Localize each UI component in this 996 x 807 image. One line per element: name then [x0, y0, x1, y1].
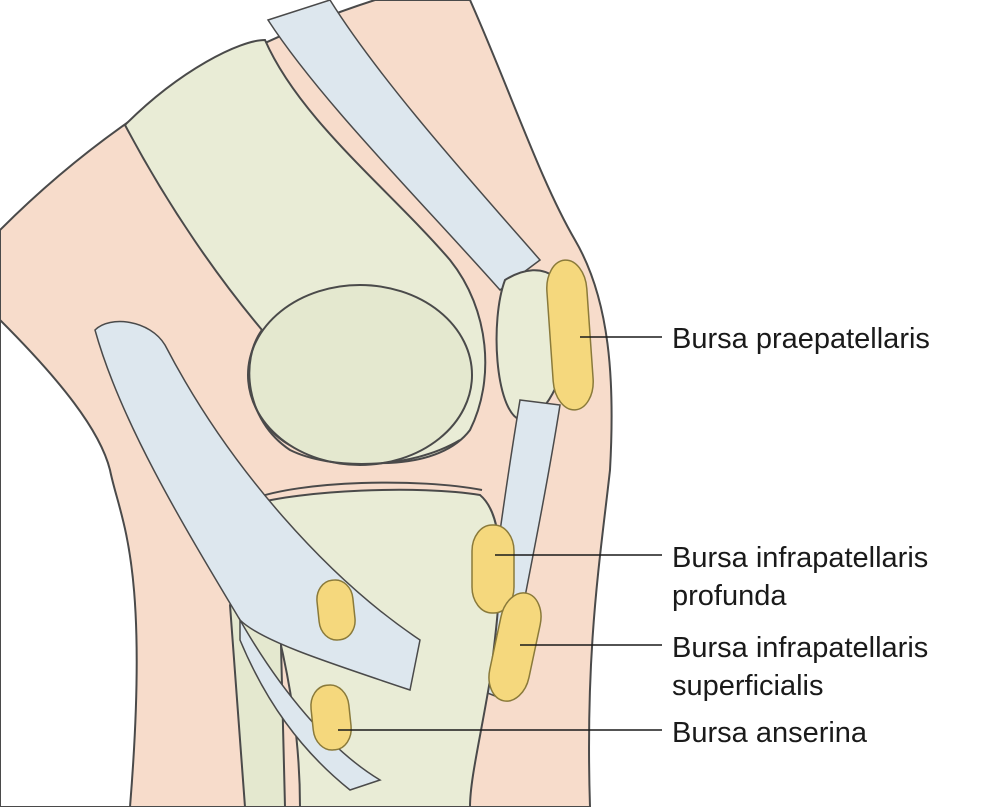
- femoral-condyle: [247, 284, 473, 466]
- sartorius-band: [239, 617, 382, 791]
- label-bursa-anserina: Bursa anserina: [672, 717, 868, 749]
- tibial-plateau: [249, 481, 483, 501]
- label-bursa-infrapatellaris-superficialis-line1: Bursa infrapatellaris: [672, 632, 928, 664]
- label-bursa-infrapatellaris-profunda-line1: Bursa infrapatellaris: [672, 542, 928, 574]
- bursa-anserina-lower: [310, 684, 352, 751]
- bursa-infrapatellaris-profunda: [471, 524, 515, 614]
- label-bursa-infrapatellaris-superficialis-line2: superficialis: [672, 670, 824, 702]
- bursa-praepatellaris: [546, 259, 594, 411]
- bursa-infrapatellaris-superficialis: [488, 592, 542, 702]
- watermark-text: 知乎 @康复实验室: [728, 757, 944, 787]
- posterior-contour: [0, 318, 138, 807]
- bursa-anserina-upper: [316, 579, 356, 641]
- condyle-cartilage: [248, 329, 461, 465]
- label-bursa-praepatellaris: Bursa praepatellaris: [672, 323, 930, 355]
- quadriceps-tendon: [266, 0, 542, 292]
- label-bursa-infrapatellaris-profunda-line2: profunda: [672, 580, 787, 612]
